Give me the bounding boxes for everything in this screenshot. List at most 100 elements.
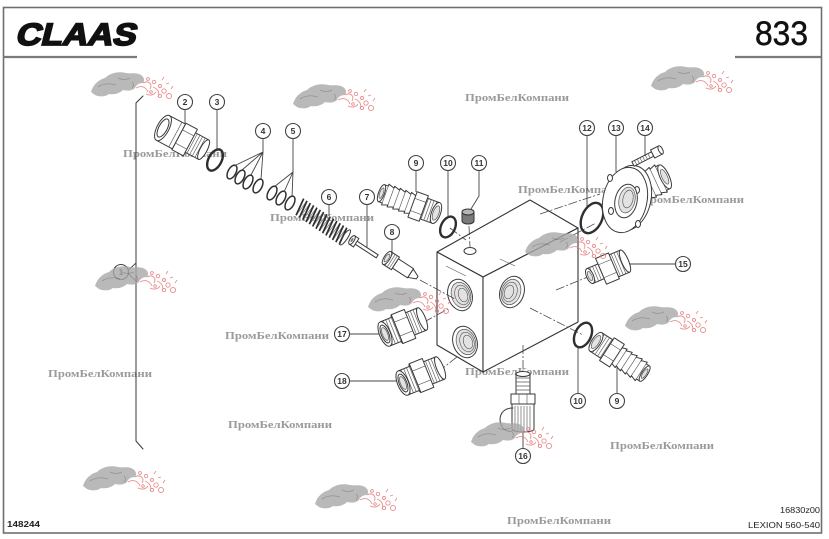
- flange-bolt-hole: [608, 207, 614, 215]
- port-thread-inner: [457, 287, 469, 303]
- callout-circle: [333, 325, 351, 343]
- o-ring: [242, 174, 254, 190]
- part-10-o-ring-lower: [572, 321, 594, 349]
- part-3-o-ring: [205, 148, 225, 172]
- collar-bore: [383, 253, 391, 263]
- callout-circle: [358, 188, 376, 206]
- part-7-pin: [348, 235, 379, 259]
- callout-10-lower: 10: [569, 347, 587, 410]
- block-top-port: [463, 247, 477, 255]
- o-ring: [226, 164, 238, 180]
- callout-number: 18: [337, 376, 347, 386]
- callout-number: 10: [443, 158, 453, 168]
- center-line: [419, 279, 456, 300]
- callout-number: 4: [261, 126, 266, 136]
- leader-line: [233, 138, 264, 180]
- callout-number: 8: [390, 227, 395, 237]
- part-10-o-ring: [438, 215, 458, 239]
- port-thread-inner: [462, 334, 474, 350]
- block-hidden-edges: [445, 258, 516, 277]
- callout-circle: [607, 119, 625, 137]
- watermark-logo: [82, 465, 166, 494]
- watermark-text: ПромБелКомпани: [123, 149, 227, 160]
- callout-7: 7: [358, 188, 376, 247]
- callout-number: 9: [615, 396, 620, 406]
- callout-9-lower: 9: [608, 366, 626, 410]
- callout-9: 9: [407, 154, 425, 192]
- part-13-flange: [601, 164, 672, 234]
- pin-head-center: [350, 238, 354, 242]
- sheet-frame: [2, 6, 823, 534]
- callout-circle: [407, 154, 425, 172]
- part-9-hose-barb-fitting-lower: [584, 327, 656, 388]
- port-thread-inner: [454, 284, 470, 306]
- barb-bore: [660, 169, 670, 185]
- port-thread-inner: [503, 284, 515, 300]
- drawing-number: 16830z00: [780, 505, 820, 515]
- center-line: [423, 308, 449, 323]
- callout-circle: [208, 93, 226, 111]
- body-edge: [168, 122, 183, 148]
- watermark-text: ПромБелКомпани: [270, 213, 374, 224]
- callout-circle: [514, 447, 532, 465]
- callout-number: 2: [183, 97, 188, 107]
- watermark-text: ПромБелКомпани: [228, 420, 332, 431]
- thread-lines: [516, 377, 530, 391]
- sheet-number: 148244: [7, 519, 40, 529]
- callout-circle: [470, 154, 488, 172]
- hex-nut: [510, 393, 536, 405]
- callout-16: 16: [514, 433, 532, 465]
- part-6-spring: [295, 198, 352, 246]
- block-port-c: [499, 275, 525, 309]
- callout-11: 11: [470, 154, 488, 210]
- watermark-text: ПромБелКомпани: [640, 195, 744, 206]
- callout-10: 10: [439, 154, 457, 217]
- callout-circle: [578, 119, 596, 137]
- port-thread-inner: [459, 331, 475, 353]
- callout-circle: [254, 122, 272, 140]
- watermark-text: ПромБелКомпани: [48, 369, 152, 380]
- callout-14: 14: [636, 119, 654, 156]
- part-18-union-fitting: [391, 351, 450, 400]
- callout-number: 15: [678, 259, 688, 269]
- flange-bore: [618, 186, 636, 214]
- o-ring: [266, 185, 278, 201]
- callout-6: 6: [320, 188, 338, 216]
- valve-block: [436, 199, 579, 373]
- hex-facets: [175, 129, 195, 150]
- watermark-text: ПромБелКомпани: [465, 93, 569, 104]
- callout-number: 10: [573, 396, 583, 406]
- watermark-logo: [650, 65, 734, 94]
- part-14-bolt: [631, 145, 664, 167]
- watermark-text: ПромБелКомпани: [610, 441, 714, 452]
- model-range: LEXION 560-540: [748, 520, 820, 530]
- brand-logo: CLAAS: [13, 17, 142, 51]
- center-line: [468, 225, 471, 248]
- callout-number: 11: [475, 158, 484, 168]
- part-8-valve-cone: [381, 251, 419, 280]
- callout-circle: [608, 392, 626, 410]
- callout-circle: [439, 154, 457, 172]
- callout-8: 8: [383, 223, 401, 253]
- page-number: 833: [755, 15, 808, 53]
- center-line: [555, 275, 591, 291]
- watermark-text: ПромБелКомпани: [507, 516, 611, 527]
- watermark-logo: [624, 305, 708, 334]
- watermark-logo: [470, 421, 554, 450]
- callout-2: 2: [176, 93, 194, 123]
- part-4-o-rings: [226, 164, 264, 194]
- front-face-inner: [156, 118, 170, 138]
- callout-5: 5: [273, 122, 302, 198]
- callout-circle: [383, 223, 401, 241]
- callout-circle: [284, 122, 302, 140]
- hex-facets: [518, 394, 528, 404]
- spring-back-coils: [295, 200, 348, 243]
- part-11-cap: [461, 208, 475, 225]
- callout-number: 17: [337, 329, 347, 339]
- callout-number: 9: [414, 158, 419, 168]
- callout-number: 16: [518, 451, 528, 461]
- callout-3: 3: [208, 93, 226, 151]
- spring-end: [339, 229, 352, 246]
- callout-12: 12: [578, 119, 596, 207]
